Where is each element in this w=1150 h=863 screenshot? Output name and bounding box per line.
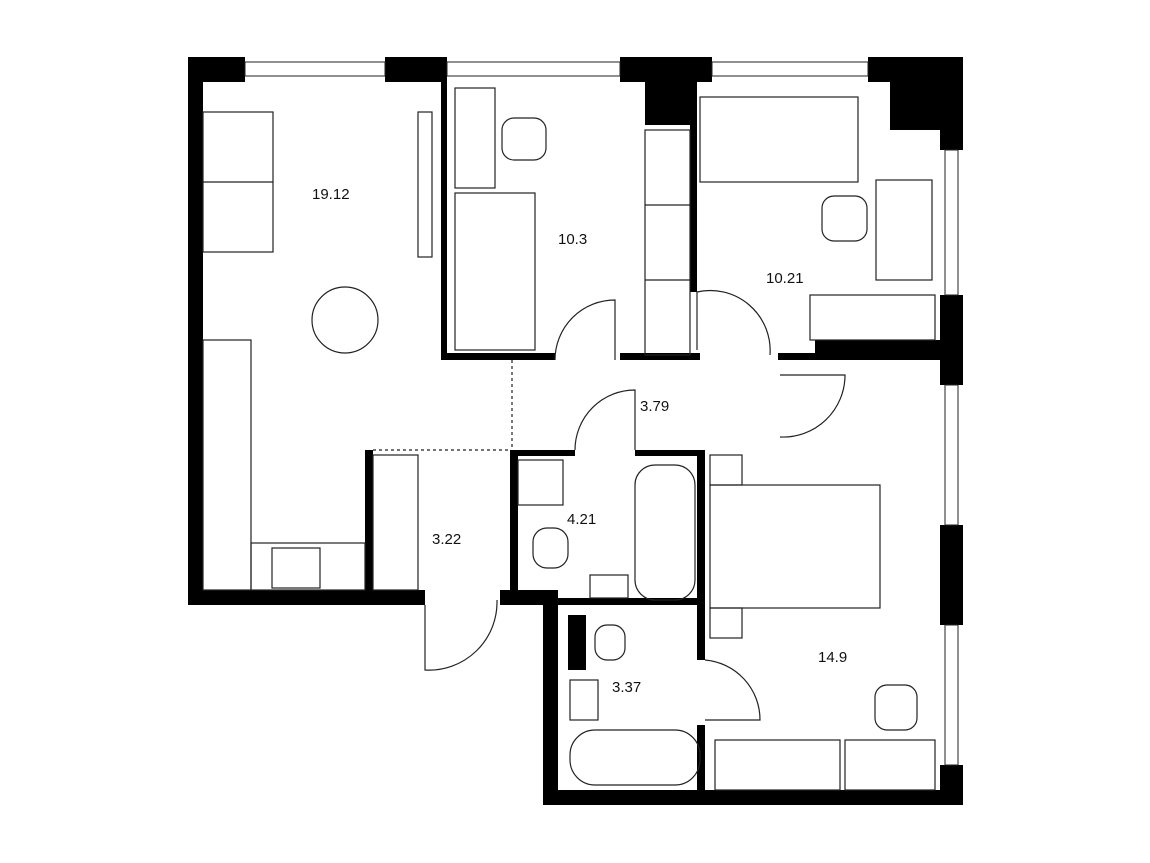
walls [188,57,963,805]
windows [244,61,959,766]
room-area-entrance: 3.22 [432,531,461,548]
room-area-bathroom-2: 3.37 [612,679,641,696]
room-area-bathroom-1: 4.21 [567,511,596,528]
room-area-bedroom-kid-2: 10.21 [766,270,804,287]
room-area-master-bedroom: 14.9 [818,649,847,666]
room-area-bedroom-kid-1: 10.3 [558,231,587,248]
room-area-hall: 3.79 [640,398,669,415]
furniture [202,87,936,791]
room-labels: 19.12 10.3 10.21 3.79 3.22 4.21 3.37 14.… [312,186,847,696]
room-area-living-kitchen: 19.12 [312,186,350,203]
doors [373,289,846,721]
